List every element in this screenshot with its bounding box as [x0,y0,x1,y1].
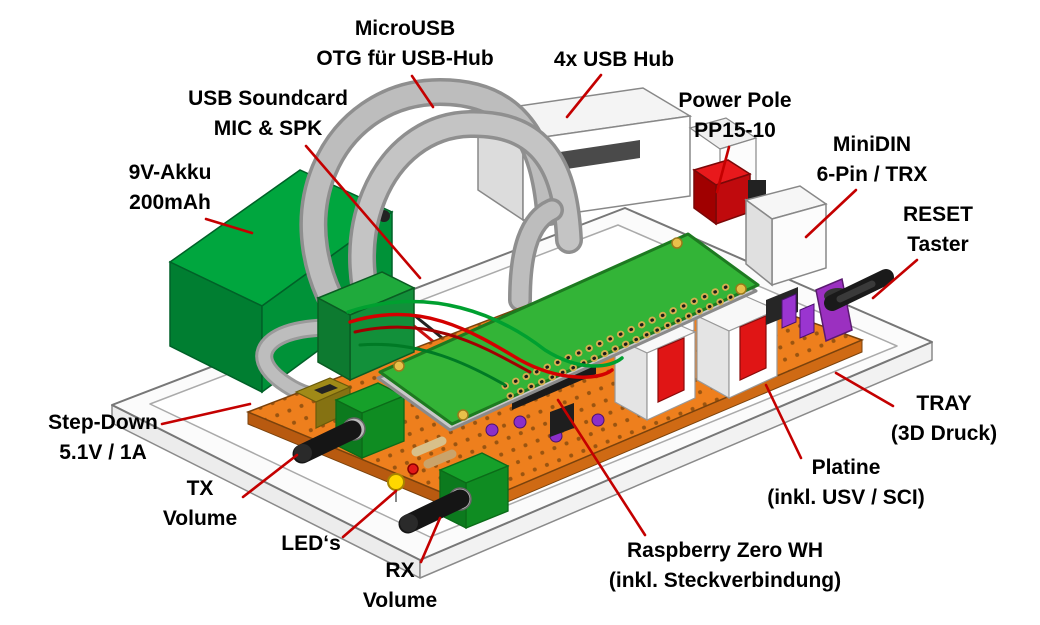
leader-tray [834,371,895,408]
label-powerpole-line2: PP15-10 [694,119,776,142]
label-tray-line2: (3D Druck) [890,422,998,445]
yellow-led [387,473,405,491]
label-tx-line1: TX [186,477,214,500]
leader-raspberry [556,398,647,537]
capacitors [470,392,605,443]
minidin-connector [744,185,828,287]
label-minidin-line2: 6-Pin / TRX [816,163,928,186]
label-raspberry-line2: (inkl. Steckverbindung) [608,569,842,592]
hookup-wires [346,299,624,387]
label-tray-line1: TRAY [916,392,972,415]
transistor [550,403,574,437]
leader-akku [204,217,254,235]
label-raspberry-line1: Raspberry Zero WH [626,539,824,562]
label-usbhub-line1: 4x USB Hub [553,48,675,71]
label-microusb-line2: OTG für USB-Hub [316,47,494,70]
label-tray: TRAY (3D Druck) [891,389,997,449]
label-minidin-line1: MiniDIN [832,133,912,156]
label-stepdown-line2: 5.1V / 1A [59,441,147,464]
label-rx-volume: RX Volume [363,556,437,616]
rx-volume-pot [398,452,510,534]
label-rx-line1: RX [385,559,415,582]
gpio-pin-rows [501,279,744,400]
leader-minidin [804,188,858,239]
label-rx-line2: Volume [362,589,438,612]
leader-leds [341,489,398,539]
label-soundcard-line1: USB Soundcard [188,87,348,110]
label-platine: Platine (inkl. USV / SCI) [767,453,925,513]
label-stepdown-line1: Step-Down [48,411,158,434]
leader-soundcard [304,144,422,280]
label-platine-line1: Platine [811,456,881,479]
status-leds [387,463,419,502]
label-leds: LED‘s [281,529,341,559]
leader-powerpole [715,145,731,194]
label-akku-line1: 9V-Akku [128,161,212,184]
label-stepdown: Step-Down 5.1V / 1A [48,408,158,468]
label-akku: 9V-Akku 200mAh [129,158,212,218]
label-platine-line2: (inkl. USV / SCI) [767,486,925,509]
label-reset-line1: RESET [902,203,974,226]
pin-headers [766,287,815,339]
label-usbhub: 4x USB Hub [554,45,674,75]
leader-reset [871,258,919,300]
label-reset: RESET Taster [903,200,973,260]
usb-cables [299,77,583,360]
tx-volume-pot [292,382,406,464]
label-powerpole-line1: Power Pole [678,89,792,112]
leader-stepdown [160,402,252,426]
label-leds-line1: LED‘s [281,532,341,555]
label-microusb: MicroUSB OTG für USB-Hub [316,14,493,74]
label-akku-line2: 200mAh [129,191,211,214]
label-tx-volume: TX Volume [163,474,237,534]
label-microusb-line1: MicroUSB [354,17,456,40]
leader-usbhub [565,73,603,119]
label-raspberry: Raspberry Zero WH (inkl. Steckverbindung… [609,536,841,596]
label-minidin: MiniDIN 6-Pin / TRX [817,130,928,190]
power-pole-connector [692,159,766,226]
label-soundcard: USB Soundcard MIC & SPK [188,84,348,144]
leader-lines [160,73,919,564]
label-soundcard-line2: MIC & SPK [213,117,323,140]
label-tx-line2: Volume [162,507,238,530]
leader-microusb [410,74,435,109]
red-led [407,463,419,475]
leader-platine [764,383,803,460]
label-reset-line2: Taster [907,233,969,256]
resistors [411,436,457,469]
leader-rx [419,516,442,564]
raspberry-pi-zero-wh [376,232,760,432]
usb-soundcard [316,271,416,382]
leader-tx [241,453,299,499]
transformer-2 [695,295,779,400]
label-powerpole: Power Pole PP15-10 [678,86,791,146]
reset-button [815,269,894,343]
